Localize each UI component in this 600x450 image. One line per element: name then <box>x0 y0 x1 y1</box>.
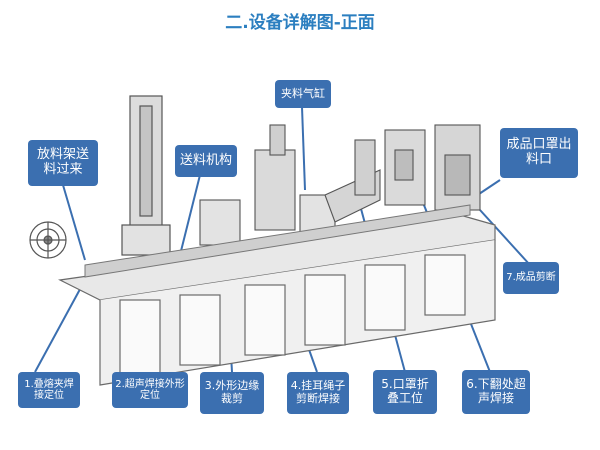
callout-feeder: 放料架送料过来 <box>28 140 98 186</box>
callout-clamp-cylinder: 夹料气缸 <box>275 80 331 108</box>
callout-step7: 7.成品剪断 <box>503 262 559 294</box>
ultrasonic-column <box>121 95 171 256</box>
machine-frame <box>58 214 496 386</box>
stations <box>199 124 481 246</box>
page-title: 二.设备详解图-正面 <box>225 13 375 33</box>
callout-step1: 1.叠熔夹焊接定位 <box>18 372 80 408</box>
callout-step3: 3.外形边缘裁剪 <box>200 372 264 414</box>
callout-step5: 5.口罩折叠工位 <box>373 370 437 414</box>
callout-feeding-mechanism: 送料机构 <box>175 145 237 177</box>
conveyor <box>84 204 471 278</box>
callout-step4: 4.挂耳绳子剪断焊接 <box>287 372 349 414</box>
callout-output: 成品口罩出料口 <box>500 128 578 178</box>
reel-icon <box>29 221 67 259</box>
callout-step2: 2.超声焊接外形定位 <box>112 372 188 408</box>
callout-step6: 6.下翻处超声焊接 <box>462 370 530 414</box>
